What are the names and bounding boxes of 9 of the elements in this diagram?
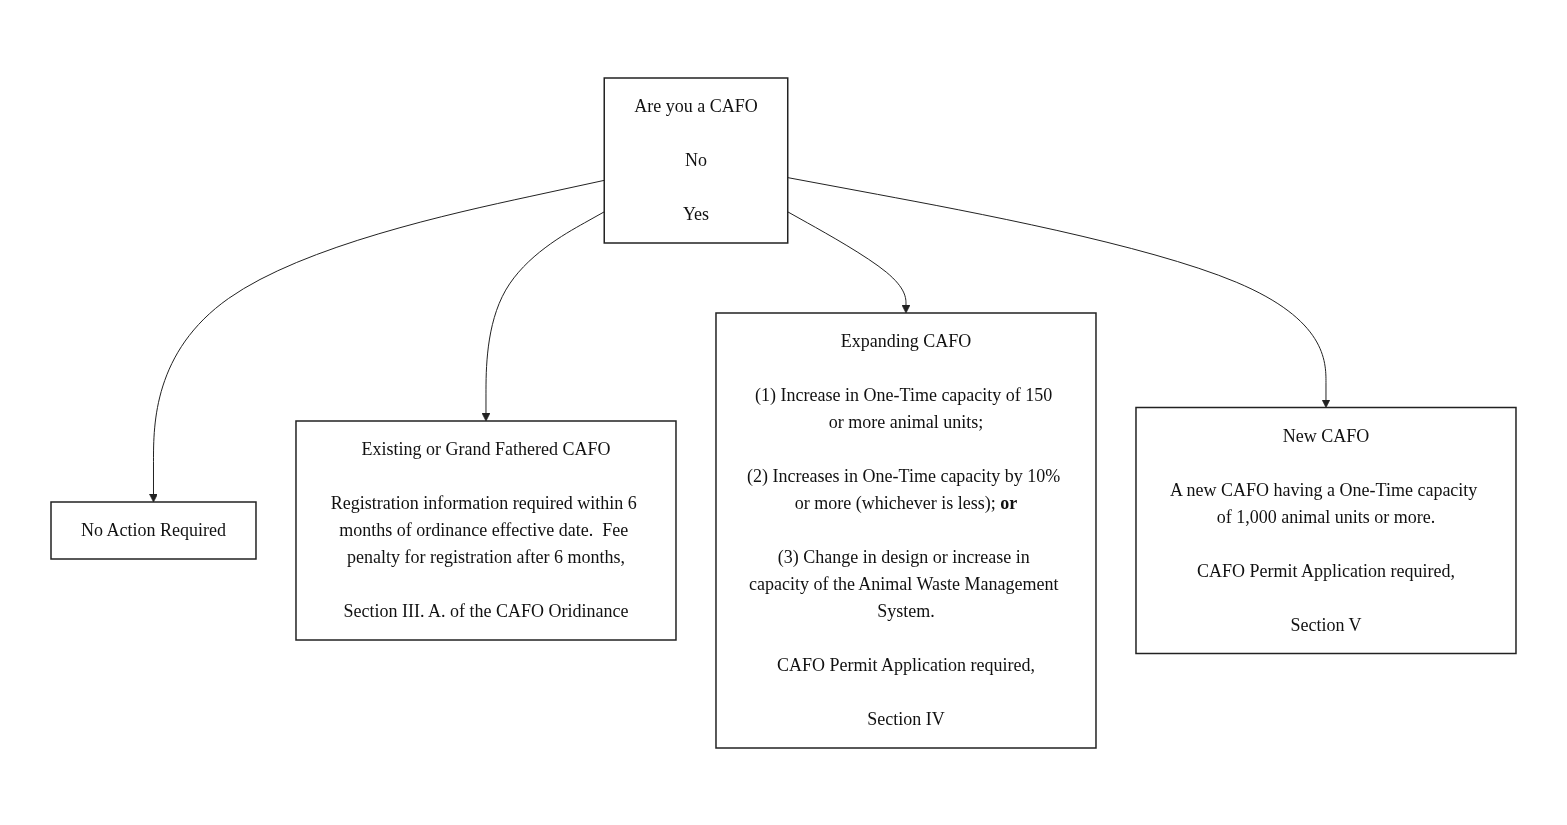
arrow [787, 210, 911, 313]
arrow [787, 176, 1331, 408]
node-box: Expanding CAFO (1) Increase in One-Time capacity of 150 or more animal units; (2) Increases in One-Time capacity by 10% or more (whichever is less); or (3) Change in design or increase in capacity of the Animal Waste Management System. CAFO Permit Application required, Section IV [715, 311, 1097, 749]
arrow [149, 179, 605, 502]
node-box: No Action Required [50, 500, 257, 560]
node-box: Existing or Grand Fathered CAFO Registration information required within 6 months of ordinance effective date. Fee penalty for registration after 6 months, Section III. A. of the CAFO Oridinance [295, 419, 677, 641]
node-box: Are you a CAFO No Yes [603, 76, 789, 244]
arrow [481, 210, 605, 421]
node-box: New CAFO A new CAFO having a One-Time capacity of 1,000 animal units or more. CAFO Permit Application required, Section V [1135, 406, 1517, 654]
